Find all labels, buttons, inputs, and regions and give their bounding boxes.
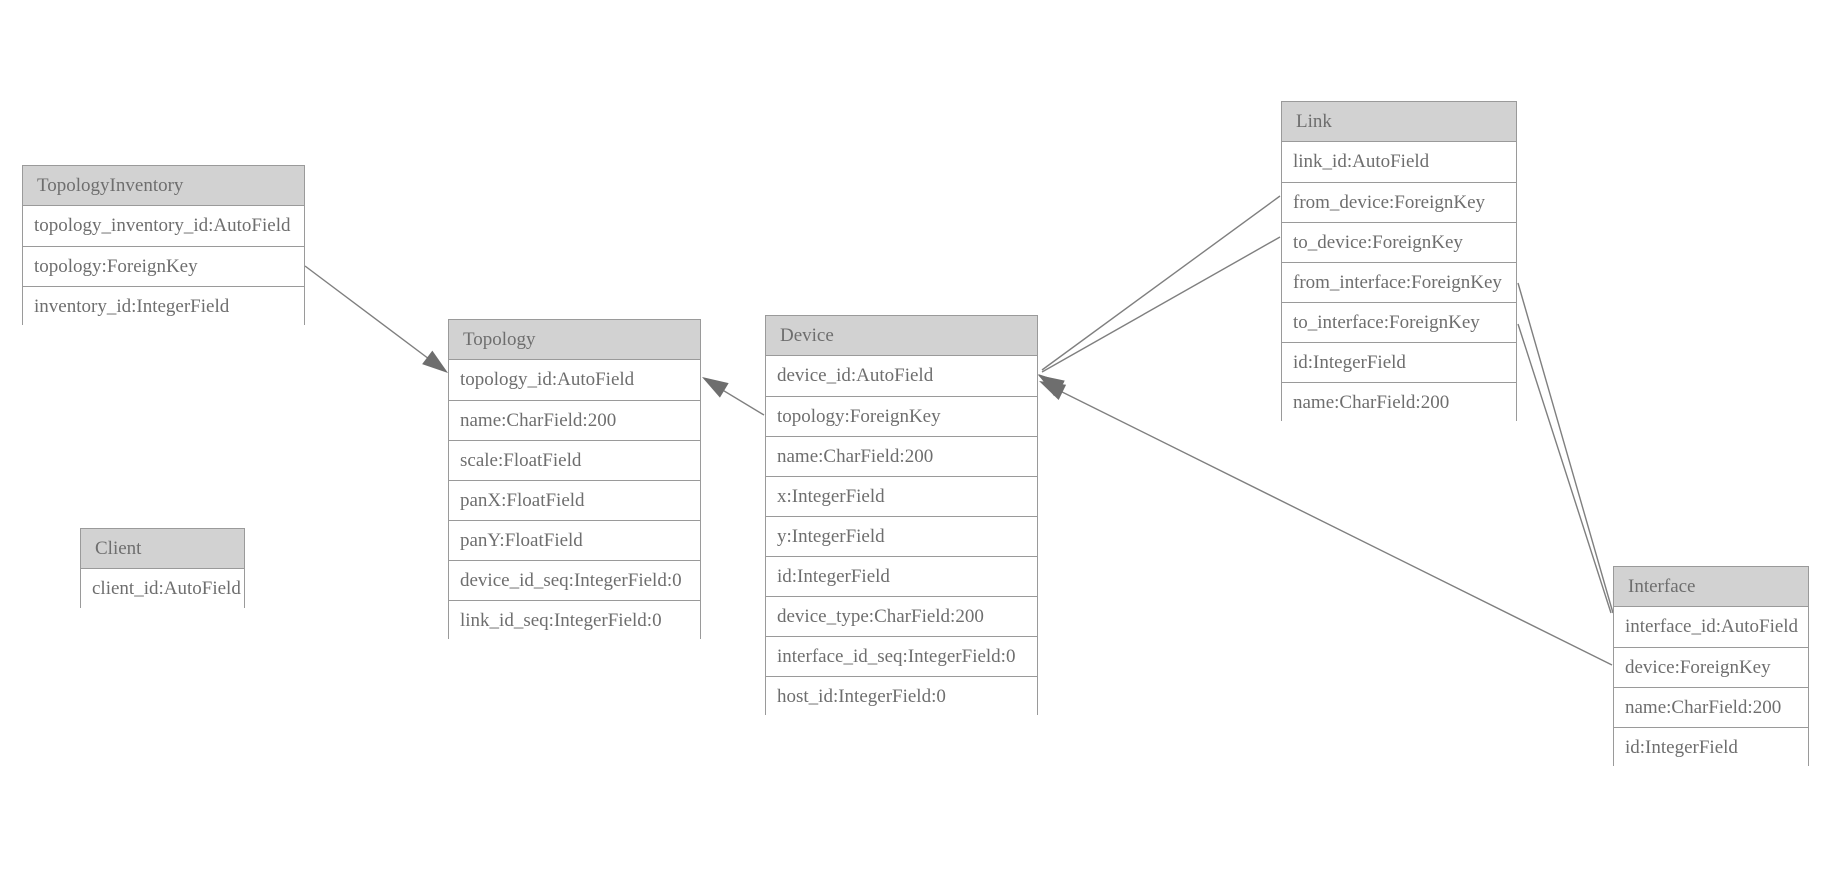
relationship-line	[304, 265, 446, 372]
entity-title-interface: Interface	[1614, 567, 1808, 607]
entity-title-topology: Topology	[449, 320, 700, 360]
relationship-line	[1517, 323, 1612, 614]
entity-field-row: topology:ForeignKey	[23, 246, 304, 286]
entity-field-row: inventory_id:IntegerField	[23, 286, 304, 326]
entity-field-row: panX:FloatField	[449, 480, 700, 520]
entity-field-row: id:IntegerField	[1282, 342, 1516, 382]
entity-field-row: client_id:AutoField	[81, 569, 244, 609]
relationship-arrowhead	[1038, 375, 1065, 396]
entity-field-row: host_id:IntegerField:0	[766, 676, 1037, 716]
relationship-device-to-topology	[702, 377, 765, 416]
relationship-link-to-device-to-device	[1038, 236, 1281, 396]
relationship-arrowhead	[702, 377, 729, 398]
entity-field-row: interface_id_seq:IntegerField:0	[766, 636, 1037, 676]
entity-field-row: name:CharField:200	[766, 436, 1037, 476]
relationship-line	[1517, 282, 1614, 614]
entity-field-row: panY:FloatField	[449, 520, 700, 560]
relationship-line	[1043, 382, 1613, 666]
entity-field-row: id:IntegerField	[766, 556, 1037, 596]
entity-title-link: Link	[1282, 102, 1516, 142]
relationship-line	[1041, 195, 1281, 371]
entity-field-row: link_id_seq:IntegerField:0	[449, 600, 700, 640]
entity-field-row: y:IntegerField	[766, 516, 1037, 556]
entity-title-device: Device	[766, 316, 1037, 356]
entity-field-row: name:CharField:200	[449, 400, 700, 440]
entity-field-row: link_id:AutoField	[1282, 142, 1516, 182]
relationship-line	[705, 379, 765, 416]
entity-field-row: from_device:ForeignKey	[1282, 182, 1516, 222]
relationship-topology-inventory-to-topology	[304, 265, 448, 373]
entity-field-row: device:ForeignKey	[1614, 647, 1808, 687]
entity-field-row: topology_inventory_id:AutoField	[23, 206, 304, 246]
entity-field-row: from_interface:ForeignKey	[1282, 262, 1516, 302]
entity-field-row: topology:ForeignKey	[766, 396, 1037, 436]
entity-field-row: topology_id:AutoField	[449, 360, 700, 400]
entity-title-client: Client	[81, 529, 244, 569]
relationship-line	[1041, 236, 1281, 373]
entity-field-row: name:CharField:200	[1614, 687, 1808, 727]
entity-field-row: to_interface:ForeignKey	[1282, 302, 1516, 342]
entity-field-row: x:IntegerField	[766, 476, 1037, 516]
entity-field-row: device_id_seq:IntegerField:0	[449, 560, 700, 600]
relationship-link-from-device-to-device	[1038, 195, 1281, 397]
entity-field-row: name:CharField:200	[1282, 382, 1516, 422]
entity-field-row: scale:FloatField	[449, 440, 700, 480]
entity-field-row: device_id:AutoField	[766, 356, 1037, 396]
entity-field-row: interface_id:AutoField	[1614, 607, 1808, 647]
entity-field-row: device_type:CharField:200	[766, 596, 1037, 636]
entity-field-row: to_device:ForeignKey	[1282, 222, 1516, 262]
entity-field-row: id:IntegerField	[1614, 727, 1808, 767]
entity-title-topology-inventory: TopologyInventory	[23, 166, 304, 206]
relationship-arrowhead	[1039, 381, 1067, 401]
